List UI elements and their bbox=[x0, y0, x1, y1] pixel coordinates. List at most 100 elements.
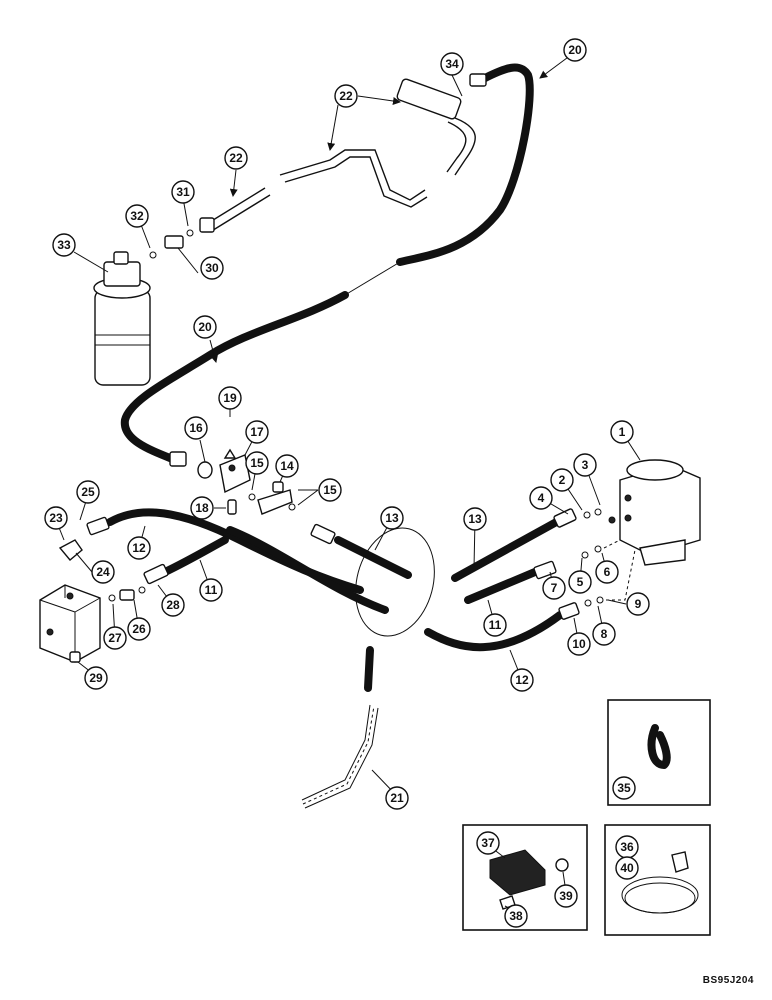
callout-36: 36 bbox=[615, 835, 639, 859]
callout-20-top: 20 bbox=[563, 38, 587, 62]
callout-15-right: 15 bbox=[318, 478, 342, 502]
tee-14 bbox=[248, 481, 296, 515]
svg-text:38: 38 bbox=[509, 909, 523, 923]
svg-text:15: 15 bbox=[250, 456, 264, 470]
svg-text:8: 8 bbox=[601, 627, 608, 641]
callout-11-right: 11 bbox=[483, 613, 507, 637]
callout-11-left: 11 bbox=[199, 578, 223, 602]
svg-text:9: 9 bbox=[635, 597, 642, 611]
svg-text:5: 5 bbox=[577, 575, 584, 589]
callout-22-top: 22 bbox=[334, 84, 358, 108]
callout-9: 9 bbox=[626, 592, 650, 616]
callout-22-left: 22 bbox=[224, 146, 248, 170]
svg-text:26: 26 bbox=[132, 622, 146, 636]
hoses-right bbox=[424, 508, 636, 652]
callout-5: 5 bbox=[568, 570, 592, 594]
svg-text:6: 6 bbox=[604, 565, 611, 579]
callout-20-mid: 20 bbox=[193, 315, 217, 339]
svg-text:16: 16 bbox=[189, 421, 203, 435]
svg-text:23: 23 bbox=[49, 511, 63, 525]
callout-18: 18 bbox=[190, 496, 214, 520]
callout-13-right: 13 bbox=[463, 507, 487, 531]
callout-29: 29 bbox=[84, 666, 108, 690]
hose-21 bbox=[301, 646, 379, 809]
svg-text:11: 11 bbox=[205, 583, 218, 597]
elbow-24 bbox=[58, 539, 83, 561]
svg-text:17: 17 bbox=[250, 425, 264, 439]
svg-text:25: 25 bbox=[81, 485, 95, 499]
svg-text:40: 40 bbox=[620, 861, 634, 875]
callout-38: 38 bbox=[504, 904, 528, 928]
svg-text:3: 3 bbox=[582, 458, 589, 472]
callout-3: 3 bbox=[573, 453, 597, 477]
callout-19: 19 bbox=[218, 386, 242, 410]
callout-25: 25 bbox=[76, 480, 100, 504]
callout-27: 27 bbox=[103, 626, 127, 650]
callout-7: 7 bbox=[542, 576, 566, 600]
svg-text:12: 12 bbox=[132, 541, 146, 555]
svg-text:7: 7 bbox=[551, 581, 558, 595]
svg-text:21: 21 bbox=[390, 791, 404, 805]
callout-12-left: 12 bbox=[127, 536, 151, 560]
svg-text:28: 28 bbox=[166, 598, 180, 612]
svg-text:37: 37 bbox=[481, 836, 495, 850]
svg-text:35: 35 bbox=[617, 781, 631, 795]
svg-text:36: 36 bbox=[620, 840, 634, 854]
callout-26: 26 bbox=[127, 617, 151, 641]
callout-6: 6 bbox=[595, 560, 619, 584]
callout-21: 21 bbox=[385, 786, 409, 810]
callout-24: 24 bbox=[91, 560, 115, 584]
svg-text:29: 29 bbox=[89, 671, 103, 685]
svg-text:19: 19 bbox=[223, 391, 237, 405]
hose-20 bbox=[120, 63, 534, 467]
callout-12-right: 12 bbox=[510, 668, 534, 692]
callout-37: 37 bbox=[476, 831, 500, 855]
callout-32: 32 bbox=[125, 204, 149, 228]
callout-28: 28 bbox=[161, 593, 185, 617]
svg-text:39: 39 bbox=[559, 889, 573, 903]
svg-text:30: 30 bbox=[205, 261, 219, 275]
svg-text:22: 22 bbox=[229, 151, 243, 165]
fittings-30-32 bbox=[149, 229, 194, 259]
svg-text:13: 13 bbox=[468, 512, 482, 526]
tube-22 bbox=[199, 78, 476, 233]
callout-16: 16 bbox=[184, 416, 208, 440]
callout-39: 39 bbox=[554, 884, 578, 908]
svg-text:31: 31 bbox=[176, 185, 190, 199]
svg-text:18: 18 bbox=[195, 501, 209, 515]
callout-1: 1 bbox=[610, 420, 634, 444]
callout-2: 2 bbox=[550, 468, 574, 492]
callout-33: 33 bbox=[52, 233, 76, 257]
svg-text:12: 12 bbox=[515, 673, 529, 687]
callouts: 1 2 3 4 5 6 7 8 9 10 11 11 12 12 13 13 1… bbox=[44, 38, 650, 928]
svg-text:27: 27 bbox=[108, 631, 122, 645]
callout-31: 31 bbox=[171, 180, 195, 204]
svg-text:2: 2 bbox=[559, 473, 566, 487]
svg-text:24: 24 bbox=[96, 565, 110, 579]
callout-35: 35 bbox=[612, 776, 636, 800]
svg-text:34: 34 bbox=[445, 57, 459, 71]
callout-40: 40 bbox=[615, 856, 639, 880]
svg-text:22: 22 bbox=[339, 89, 353, 103]
callout-17: 17 bbox=[245, 420, 269, 444]
svg-text:10: 10 bbox=[572, 637, 586, 651]
hoses-left bbox=[86, 508, 412, 614]
callout-34: 34 bbox=[440, 52, 464, 76]
callout-4: 4 bbox=[529, 486, 553, 510]
svg-text:4: 4 bbox=[538, 491, 545, 505]
svg-text:11: 11 bbox=[489, 618, 502, 632]
svg-text:20: 20 bbox=[568, 43, 582, 57]
callout-23: 23 bbox=[44, 506, 68, 530]
valve-block-29 bbox=[39, 584, 146, 663]
svg-text:20: 20 bbox=[198, 320, 212, 334]
bracket-17 bbox=[197, 448, 251, 515]
callout-10: 10 bbox=[567, 632, 591, 656]
callout-13-left: 13 bbox=[380, 506, 404, 530]
valve-1 bbox=[608, 459, 701, 566]
svg-text:33: 33 bbox=[57, 238, 71, 252]
filter-33 bbox=[93, 251, 151, 386]
callout-15-left: 15 bbox=[245, 451, 269, 475]
callout-14: 14 bbox=[275, 454, 299, 478]
drawing-reference-code: BS95J204 bbox=[702, 975, 754, 986]
